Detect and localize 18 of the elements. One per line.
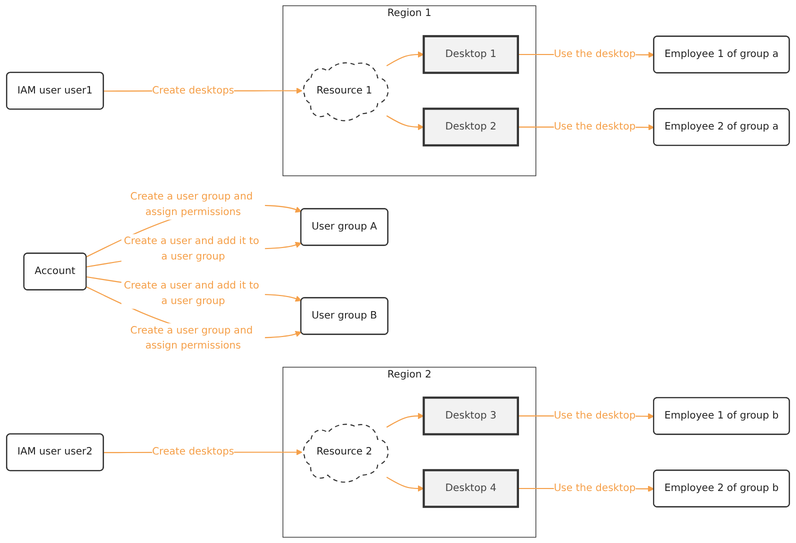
node-box: Desktop 4 (422, 469, 519, 508)
edge-label: Create desktops (152, 84, 234, 96)
node-box: Desktop 3 (422, 396, 519, 436)
arrow (386, 412, 424, 428)
edge-label: Create a user group and assign permissions (130, 324, 253, 352)
arrow (386, 51, 424, 66)
edge-label: Use the desktop (554, 120, 636, 132)
arrow (386, 476, 424, 492)
node-box: Desktop 1 (422, 35, 519, 74)
edge-label: Create a user group and assign permissions (130, 191, 253, 218)
edge-label: Use the desktop (554, 48, 636, 60)
edge-label: Use the desktop (554, 482, 636, 494)
arrow (386, 115, 424, 130)
edge-label: Create a user and add it to a user group (124, 280, 260, 307)
edge-label: Create a user and add it to a user group (124, 236, 260, 262)
node-box: Desktop 2 (422, 108, 519, 146)
edge-label: Use the desktop (554, 410, 636, 422)
edge-label: Create desktops (152, 446, 234, 458)
